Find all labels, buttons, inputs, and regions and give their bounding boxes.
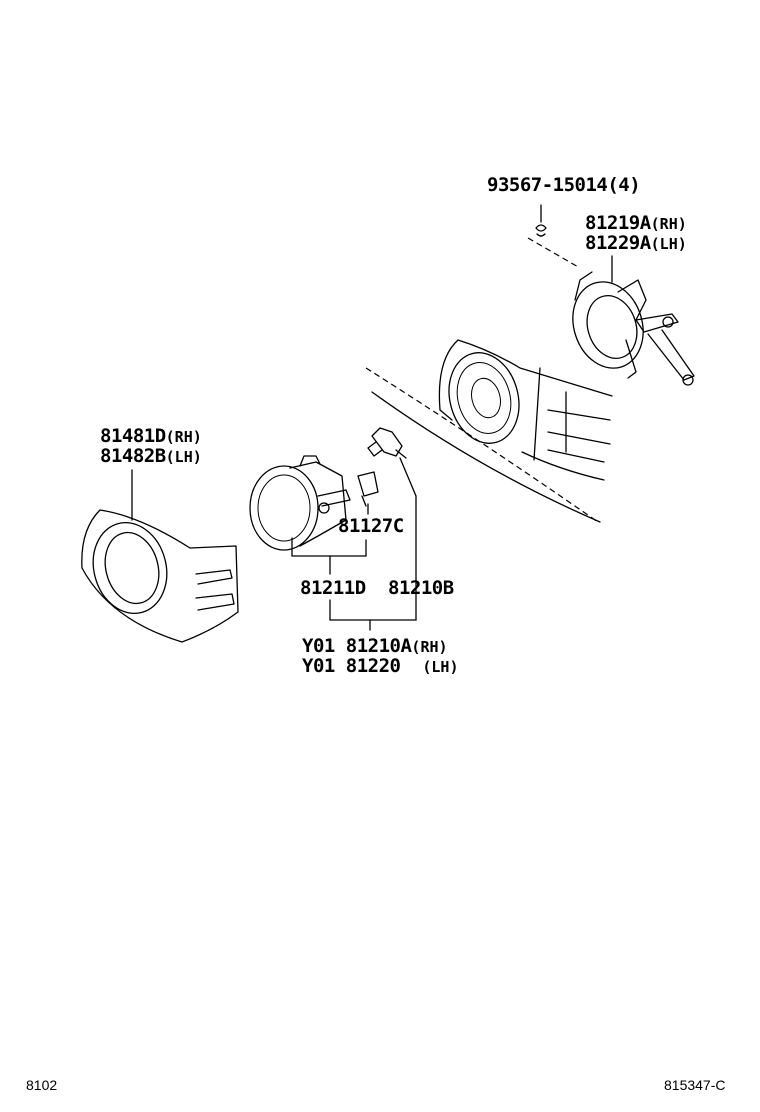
footer-right-code: 815347-C [664,1077,726,1093]
bracket-rh-number: 81219A [585,212,651,234]
assy-rh-number: 81210A [345,635,412,657]
screw-qty: (4) [607,174,641,196]
bracket-rh-side: (RH) [650,215,687,233]
callout-leaders [291,457,417,631]
cover-lh-label: 81482B(LH) [100,447,202,466]
bracket-lh-number: 81229A [585,232,651,254]
assy-rh-label: Y01 81210A(RH) [302,637,448,656]
bulb-label: 81210B [388,579,454,598]
footer-left-code: 8102 [26,1077,58,1093]
bracket-lh-side: (LH) [650,235,687,253]
bracket-lh-label: 81229A(LH) [585,234,687,253]
cover-rh-number: 81481D [100,425,166,447]
bracket-rh-label: 81219A(RH) [585,214,687,233]
cover-lh-number: 81482B [100,445,166,467]
assy-rh-prefix: Y01 [302,635,335,657]
assy-lh-prefix: Y01 [302,655,335,677]
cover-lh-side: (LH) [165,448,202,466]
socket-number: 81127C [338,515,404,537]
socket-part [357,471,379,515]
lamp-unit-number: 81211D [300,577,366,599]
bumper-outline [365,339,613,523]
cover-rh-label: 81481D(RH) [100,427,202,446]
assy-rh-side: (RH) [411,638,448,656]
assy-lh-label: Y01 81220 (LH) [302,657,459,676]
assy-lh-side: (LH) [422,658,459,676]
socket-label: 81127C [338,517,404,536]
screw-label: 93567-15014(4) [487,174,641,196]
screw-part [527,204,581,269]
fog-cover-part [81,469,239,643]
cover-rh-side: (RH) [165,428,202,446]
bracket-part [572,255,695,386]
lamp-unit-part [249,455,351,551]
bulb-number: 81210B [388,577,454,599]
assy-lh-number: 81220 [345,655,401,677]
bulb-part [367,427,407,459]
screw-number: 93567-15014 [487,174,608,196]
lamp-unit-label: 81211D [300,579,366,598]
